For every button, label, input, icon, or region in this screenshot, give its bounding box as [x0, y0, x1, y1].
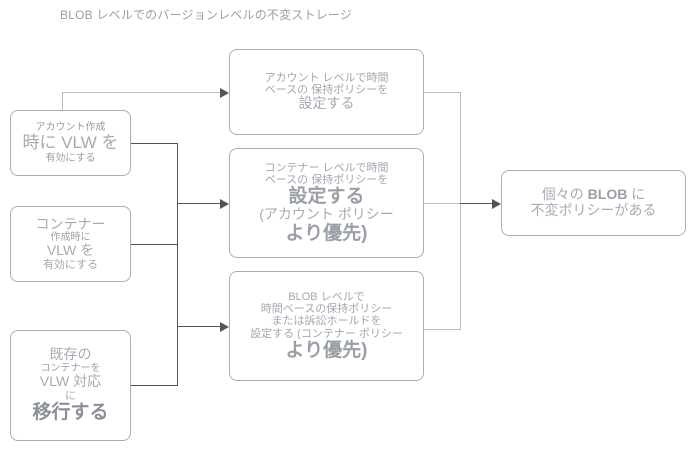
node-account-create-vlw: アカウント作成 時に VLW を 有効にする	[10, 110, 131, 176]
connector-trunk-to-container-policy	[177, 203, 223, 204]
connector-trunk-to-result	[460, 203, 495, 204]
node-line: コンテナー レベルで時間	[264, 161, 389, 174]
node-line-result-2: 不変ポリシーがある	[530, 202, 657, 218]
diagram-title: BLOB レベルでのバージョンレベルの不変ストレージ	[60, 8, 353, 22]
connector-account-to-account-policy-vertical	[62, 92, 63, 111]
node-line: 時に VLW を	[22, 133, 119, 153]
node-container-create-vlw: コンテナー 作成時に VLW を 有効にする	[10, 206, 131, 282]
result-suffix: に	[627, 186, 646, 203]
node-account-level-policy: アカウント レベルで時間 ベースの 保持ポリシーを 設定する	[229, 49, 424, 135]
arrowhead-container-policy	[220, 199, 229, 209]
connector-container-trunk	[131, 244, 178, 245]
connector-migrate-trunk	[131, 385, 178, 386]
node-line: VLW 対応	[39, 373, 102, 390]
result-prefix: 個々の	[541, 186, 588, 203]
node-blob-immutable-policy: 個々の BLOB に 不変ポリシーがある	[501, 170, 686, 236]
node-line: 有効にする	[42, 259, 99, 272]
node-line: に	[65, 389, 76, 402]
node-line: コンテナーを	[40, 363, 101, 375]
node-line: コンテナー	[35, 215, 106, 232]
node-line: 移行する	[32, 402, 109, 424]
node-container-level-policy: コンテナー レベルで時間 ベースの 保持ポリシーを 設定する (アカウント ポリ…	[229, 148, 424, 258]
result-bold-blob: BLOB	[587, 186, 628, 203]
connector-left-trunk-vertical	[177, 143, 178, 385]
connector-account-trunk	[131, 143, 178, 144]
node-line: または訴訟ホールドを	[271, 315, 382, 328]
node-line: より優先)	[285, 223, 368, 245]
node-line: (アカウント ポリシー	[259, 206, 394, 223]
arrowhead-account-policy	[220, 88, 229, 98]
node-line-result-1: 個々の BLOB に	[541, 186, 646, 203]
node-line: 作成時に	[50, 232, 91, 244]
node-existing-container-migrate: 既存の コンテナーを VLW 対応 に 移行する	[10, 330, 131, 441]
node-line: 設定する	[298, 95, 355, 112]
arrowhead-blob-policy	[220, 322, 229, 332]
connector-container-policy-out	[424, 203, 461, 204]
node-line: 有効にする	[45, 152, 96, 164]
node-line: 時間ベースの保持ポリシー	[260, 303, 393, 316]
connector-account-to-account-policy-horizontal	[62, 92, 223, 93]
connector-blob-policy-out	[424, 329, 461, 330]
connector-trunk-to-blob-policy	[177, 326, 223, 327]
node-line: アカウント レベルで時間	[264, 71, 389, 84]
node-line: より優先)	[285, 339, 368, 361]
node-blob-level-policy: BLOB レベルで 時間ベースの保持ポリシー または訴訟ホールドを 設定する (…	[229, 271, 424, 381]
arrowhead-result	[492, 199, 501, 209]
node-line: 設定する (コンテナー ポリシー	[250, 327, 403, 340]
connector-account-policy-out	[424, 92, 461, 93]
node-line: アカウント作成	[35, 122, 106, 134]
node-line: VLW を	[46, 242, 95, 259]
node-line: ベースの 保持ポリシーを	[264, 173, 389, 186]
node-line: ベースの 保持ポリシーを	[264, 84, 389, 97]
node-line: BLOB レベルで	[288, 290, 365, 303]
connector-right-trunk-vertical	[460, 92, 461, 330]
node-line: 設定する	[288, 186, 365, 208]
node-line: 既存の	[49, 346, 92, 363]
